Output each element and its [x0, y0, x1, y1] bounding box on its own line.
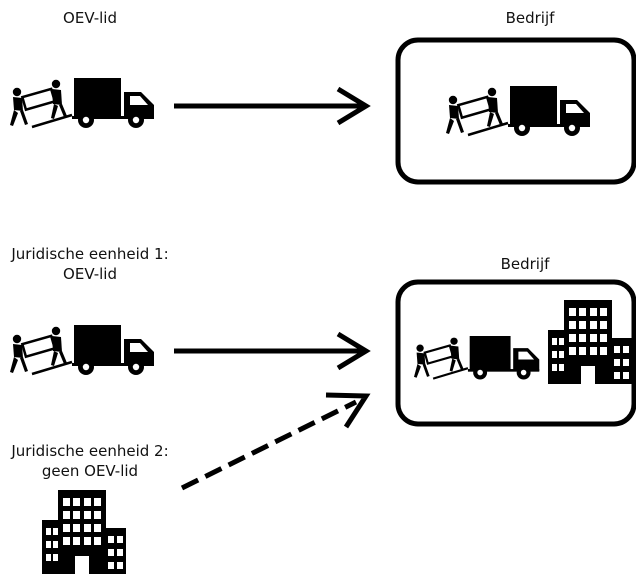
moving-truck-icon-bedrijf-bottom: [412, 334, 541, 381]
bedrijf-box-top: [395, 37, 636, 185]
office-building-icon-bedrijf: [548, 300, 632, 384]
dashed-arrow: [180, 392, 371, 491]
juridische-eenheid-2-line1: Juridische eenheid 2:: [11, 442, 169, 460]
bedrijf-label-bottom: Bedrijf: [500, 255, 550, 273]
juridische-eenheid-2-label: Juridische eenheid 2: geen OEV-lid: [0, 441, 180, 481]
juridische-eenheid-1-label: Juridische eenheid 1: OEV-lid: [0, 244, 180, 284]
juridische-eenheid-1-line2: OEV-lid: [63, 265, 117, 283]
solid-arrow-top: [174, 86, 371, 126]
bedrijf-box-bottom: [395, 279, 636, 427]
juridische-eenheid-2-line2: geen OEV-lid: [41, 462, 139, 480]
moving-truck-icon-juridische-eenheid-1: [8, 323, 156, 377]
office-building-icon-juridische-eenheid-2: [42, 490, 126, 574]
bedrijf-label-top: Bedrijf: [505, 9, 555, 27]
juridische-eenheid-1-line1: Juridische eenheid 1:: [11, 245, 169, 263]
solid-arrow-bottom: [174, 331, 371, 371]
moving-truck-icon-oev-lid: [8, 76, 156, 130]
moving-truck-icon-bedrijf-top: [444, 84, 592, 138]
oev-lid-label: OEV-lid: [63, 9, 117, 27]
